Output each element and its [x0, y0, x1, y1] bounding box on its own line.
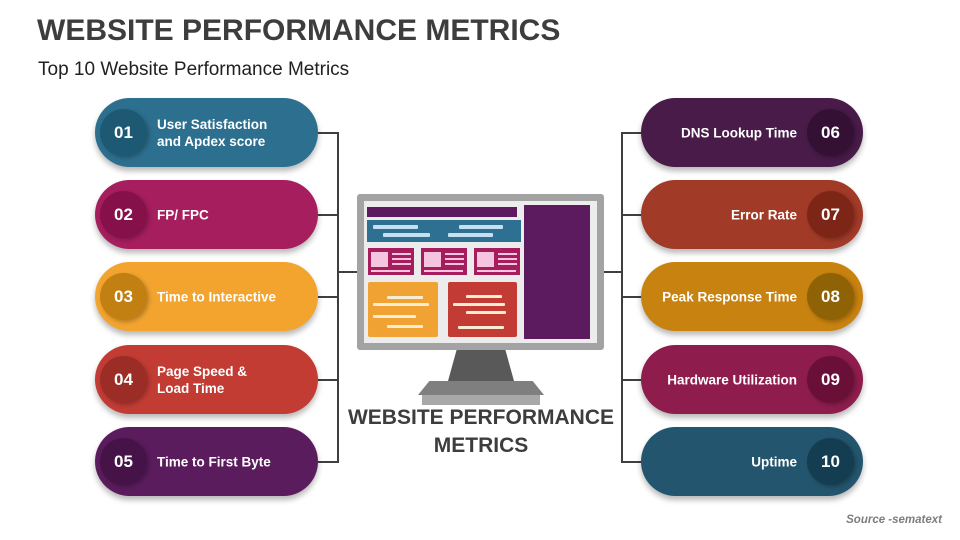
connector-stub	[621, 379, 642, 381]
metric-number-badge: 01	[100, 109, 147, 156]
monitor-stand-base	[418, 381, 544, 395]
wireframe-text-line	[373, 315, 416, 318]
connector-stub	[318, 461, 339, 463]
wireframe-text-line	[387, 325, 423, 328]
monitor-illustration	[357, 194, 604, 350]
connector-right-to-monitor	[602, 271, 623, 273]
wireframe-text-line	[392, 263, 411, 265]
metric-label: FP/ FPC	[157, 207, 209, 222]
wireframe-text-line	[466, 311, 506, 314]
metric-pill-02: 02 FP/ FPC	[95, 180, 318, 249]
metric-pill-06: DNS Lookup Time 06	[641, 98, 863, 167]
metric-number-badge: 03	[100, 273, 147, 320]
connector-left-to-monitor	[337, 271, 358, 273]
metric-pill-09: Hardware Utilization 09	[641, 345, 863, 414]
metric-pill-04: 04 Page Speed & Load Time	[95, 345, 318, 414]
metric-number-badge: 02	[100, 191, 147, 238]
wireframe-nav-bar	[367, 220, 521, 242]
connector-stub	[621, 132, 642, 134]
page-title: WEBSITE PERFORMANCE METRICS	[37, 14, 561, 47]
metric-label: Peak Response Time	[662, 289, 797, 304]
metric-label: DNS Lookup Time	[680, 125, 797, 140]
wireframe-text-line	[458, 326, 504, 329]
metric-pill-08: Peak Response Time 08	[641, 262, 863, 331]
metric-number-badge: 06	[807, 109, 854, 156]
wireframe-header-bar	[367, 207, 517, 217]
metric-pill-05: 05 Time to First Byte	[95, 427, 318, 496]
metric-pill-10: Uptime 10	[641, 427, 863, 496]
wireframe-text-line	[392, 258, 411, 260]
wireframe-text-line	[477, 270, 516, 272]
wireframe-text-line	[498, 253, 517, 255]
metric-label: Time to Interactive	[157, 289, 277, 304]
connector-stub	[318, 296, 339, 298]
metric-number-badge: 09	[807, 356, 854, 403]
metric-number-badge: 05	[100, 438, 147, 485]
connector-stub	[318, 379, 339, 381]
wireframe-text-line	[445, 263, 464, 265]
wireframe-text-line	[445, 253, 464, 255]
connector-stub	[318, 214, 339, 216]
monitor-stand-neck	[448, 350, 514, 381]
wireframe-card	[421, 248, 467, 275]
wireframe-text-line	[466, 295, 502, 298]
metric-number-badge: 04	[100, 356, 147, 403]
wireframe-text-line	[424, 270, 463, 272]
metric-pill-01: 01 User Satisfaction and Apdex score	[95, 98, 318, 167]
monitor-stand-foot	[422, 395, 540, 405]
connector-stub	[621, 296, 642, 298]
wireframe-text-line	[371, 270, 410, 272]
wireframe-content-block-red	[448, 282, 517, 337]
metric-number-badge: 08	[807, 273, 854, 320]
wireframe-content-block-orange	[368, 282, 438, 337]
wireframe-text-line	[445, 258, 464, 260]
monitor-caption: WEBSITE PERFORMANCE METRICS	[347, 406, 614, 457]
wireframe-text-line	[373, 225, 418, 229]
wireframe-text-line	[387, 296, 423, 299]
wireframe-text-line	[383, 233, 430, 237]
connector-stub	[318, 132, 339, 134]
page-subtitle: Top 10 Website Performance Metrics	[38, 59, 350, 80]
metric-pill-07: Error Rate 07	[641, 180, 863, 249]
metric-label: Page Speed & Load Time	[157, 363, 248, 396]
wireframe-image-placeholder	[424, 252, 441, 267]
wireframe-text-line	[373, 303, 429, 306]
metric-label: Hardware Utilization	[667, 372, 797, 387]
connector-stub	[621, 214, 642, 216]
wireframe-card	[368, 248, 414, 275]
wireframe-text-line	[498, 258, 517, 260]
wireframe-card	[474, 248, 520, 275]
metric-label: Error Rate	[730, 207, 797, 222]
connector-stub	[621, 461, 642, 463]
wireframe-text-line	[448, 233, 493, 237]
wireframe-text-line	[459, 225, 503, 229]
metric-pill-03: 03 Time to Interactive	[95, 262, 318, 331]
wireframe-text-line	[392, 253, 411, 255]
wireframe-image-placeholder	[371, 252, 388, 267]
metric-number-badge: 10	[807, 438, 854, 485]
wireframe-image-placeholder	[477, 252, 494, 267]
metric-label: Uptime	[751, 454, 797, 469]
metric-number-badge: 07	[807, 191, 854, 238]
source-attribution: Source -sematext	[846, 514, 942, 526]
metric-label: User Satisfaction and Apdex score	[157, 116, 268, 149]
wireframe-text-line	[498, 263, 517, 265]
wireframe-sidebar-panel	[524, 205, 590, 339]
metric-label: Time to First Byte	[157, 454, 271, 469]
wireframe-text-line	[453, 303, 505, 306]
